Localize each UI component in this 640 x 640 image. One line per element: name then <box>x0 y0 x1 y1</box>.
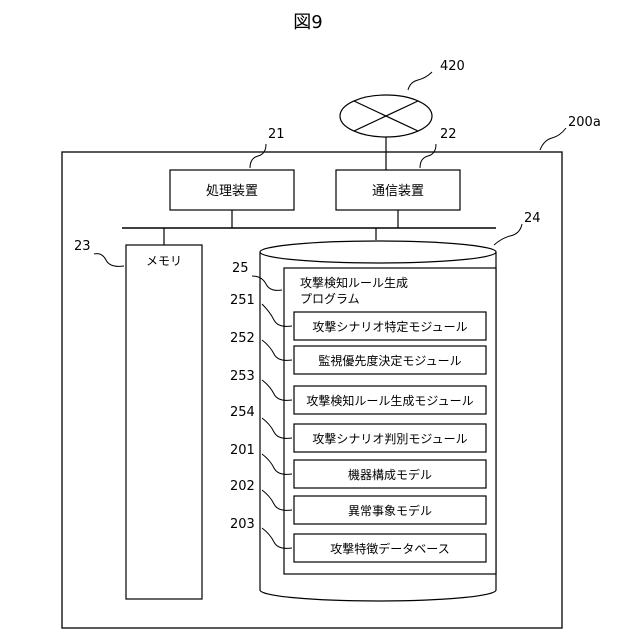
module-251-ref: 251 <box>230 293 255 308</box>
processor-ref: 21 <box>268 127 285 142</box>
network-leader <box>408 72 432 90</box>
storage-leader <box>494 224 522 245</box>
comm-label: 通信装置 <box>372 184 424 199</box>
processor-label: 処理装置 <box>206 184 258 199</box>
processor-leader <box>250 144 266 168</box>
comm-leader <box>420 144 436 168</box>
module-253-label: 攻撃検知ルール生成モジュール <box>306 393 473 408</box>
network-ref: 420 <box>440 59 465 74</box>
module-202-label: 異常事象モデル <box>348 503 432 518</box>
memory-label: メモリ <box>146 254 182 268</box>
program-label-line1: 攻撃検知ルール生成 <box>300 275 408 290</box>
module-201-label: 機器構成モデル <box>348 467 432 482</box>
module-254-label: 攻撃シナリオ判別モジュール <box>312 431 467 446</box>
module-201-ref: 201 <box>230 443 255 458</box>
module-252-ref: 252 <box>230 331 255 346</box>
program-ref: 25 <box>232 261 249 276</box>
module-251-label: 攻撃シナリオ特定モジュール <box>312 319 467 334</box>
computer-ref: 200a <box>568 115 601 130</box>
module-202-ref: 202 <box>230 479 255 494</box>
module-203-label: 攻撃特徴データベース <box>330 541 449 556</box>
program-label-line2: プログラム <box>300 292 360 306</box>
network-symbol <box>340 95 432 137</box>
module-253-ref: 253 <box>230 369 255 384</box>
module-252-label: 監視優先度決定モジュール <box>318 353 461 368</box>
computer-leader <box>540 128 566 150</box>
module-203-ref: 203 <box>230 517 255 532</box>
memory-ref: 23 <box>74 239 91 254</box>
comm-ref: 22 <box>440 127 457 142</box>
memory-leader <box>94 254 124 267</box>
figure-title: 図9 <box>293 12 322 33</box>
module-254-ref: 254 <box>230 405 255 420</box>
memory-box <box>126 245 202 599</box>
storage-ref: 24 <box>524 211 541 226</box>
